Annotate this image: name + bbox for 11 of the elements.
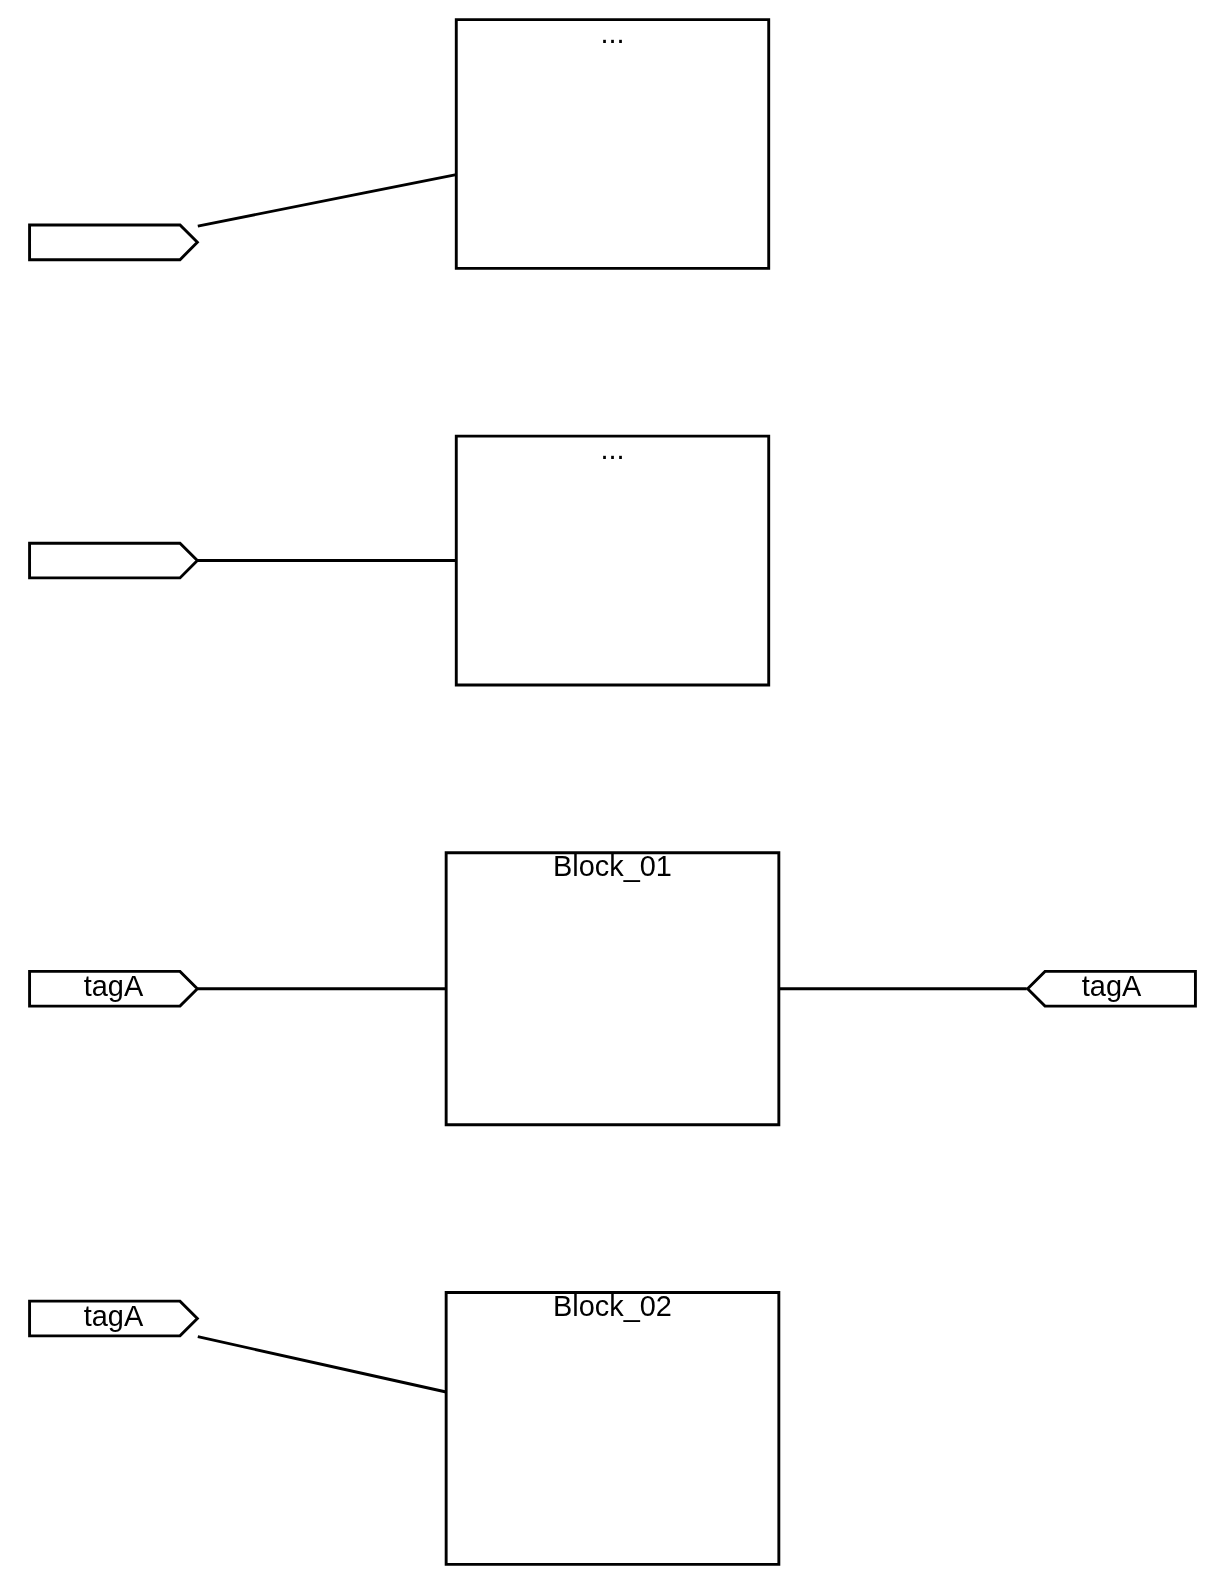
node-tag (27, 541, 199, 580)
connector (197, 987, 446, 991)
node-tag (27, 223, 199, 262)
node-box: ... (454, 18, 770, 270)
connector (197, 173, 457, 228)
connector (197, 559, 456, 562)
connector (779, 987, 1027, 991)
node-box: Block_01 (444, 851, 780, 1127)
connector (197, 1335, 446, 1394)
node-box: Block_02 (444, 1291, 780, 1566)
node-box: ... (454, 434, 770, 687)
